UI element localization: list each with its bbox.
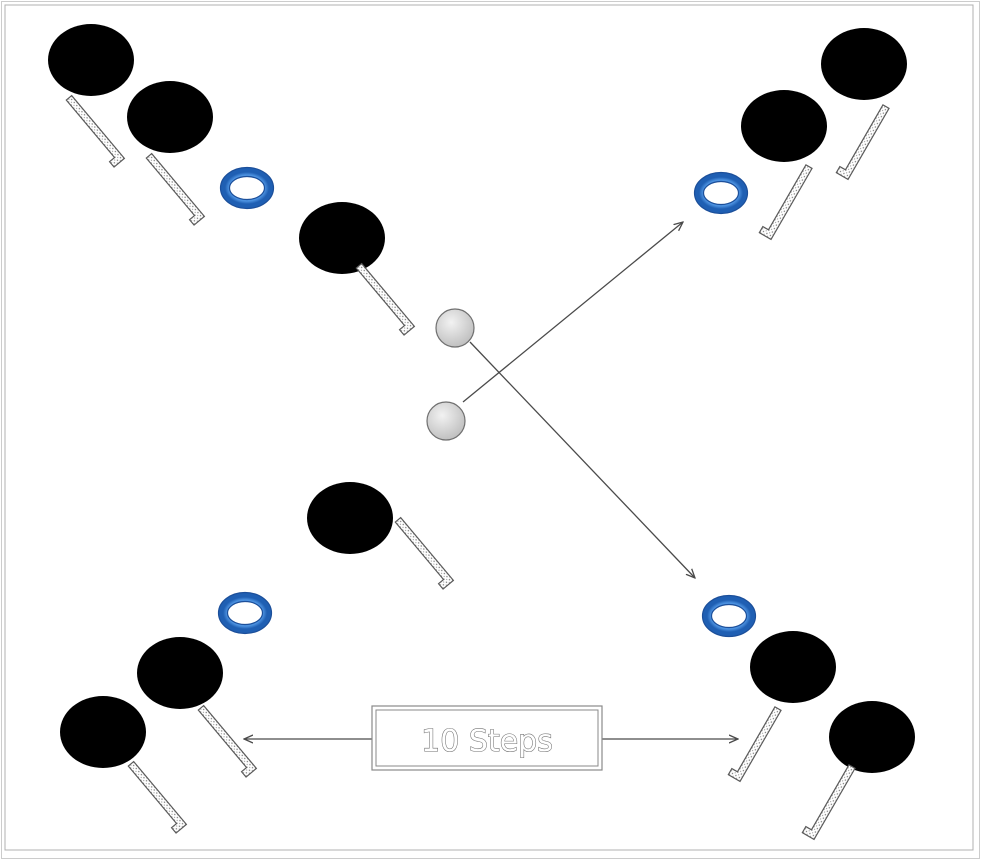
- blue-ring-icon: [219, 166, 275, 210]
- hockey-stick-icon: [60, 94, 125, 168]
- smiley-face-icon: [829, 701, 915, 773]
- smiley-face-icon: [299, 202, 385, 274]
- smiley-face-icon: [48, 24, 134, 96]
- blue-ring-icon: [217, 591, 273, 635]
- smiley-face-icon: [60, 696, 146, 768]
- hockey-stick-icon: [122, 760, 187, 834]
- steps-label-box: 10 Steps: [371, 705, 603, 771]
- hockey-stick-icon: [350, 262, 415, 336]
- smiley-face-icon: [137, 637, 223, 709]
- smiley-face-icon: [741, 90, 827, 162]
- hockey-stick-icon: [389, 516, 454, 590]
- hockey-stick-icon: [140, 152, 205, 226]
- smiley-face-icon: [821, 28, 907, 100]
- blue-ring-icon: [693, 171, 749, 215]
- smiley-face-icon: [750, 631, 836, 703]
- steps-label: 10 Steps: [421, 724, 553, 759]
- blue-ring-icon: [701, 594, 757, 638]
- gray-ball-icon: [435, 308, 475, 348]
- smiley-face-icon: [307, 482, 393, 554]
- arrow-icon: [469, 341, 695, 578]
- hockey-stick-icon: [758, 161, 813, 240]
- smiley-face-icon: [127, 81, 213, 153]
- arrow-icon: [462, 222, 683, 403]
- hockey-stick-icon: [801, 761, 856, 840]
- hockey-stick-icon: [835, 101, 890, 180]
- inner-frame: [4, 4, 974, 851]
- hockey-stick-icon: [727, 703, 782, 782]
- gray-ball-icon: [426, 401, 466, 441]
- hockey-stick-icon: [192, 704, 257, 778]
